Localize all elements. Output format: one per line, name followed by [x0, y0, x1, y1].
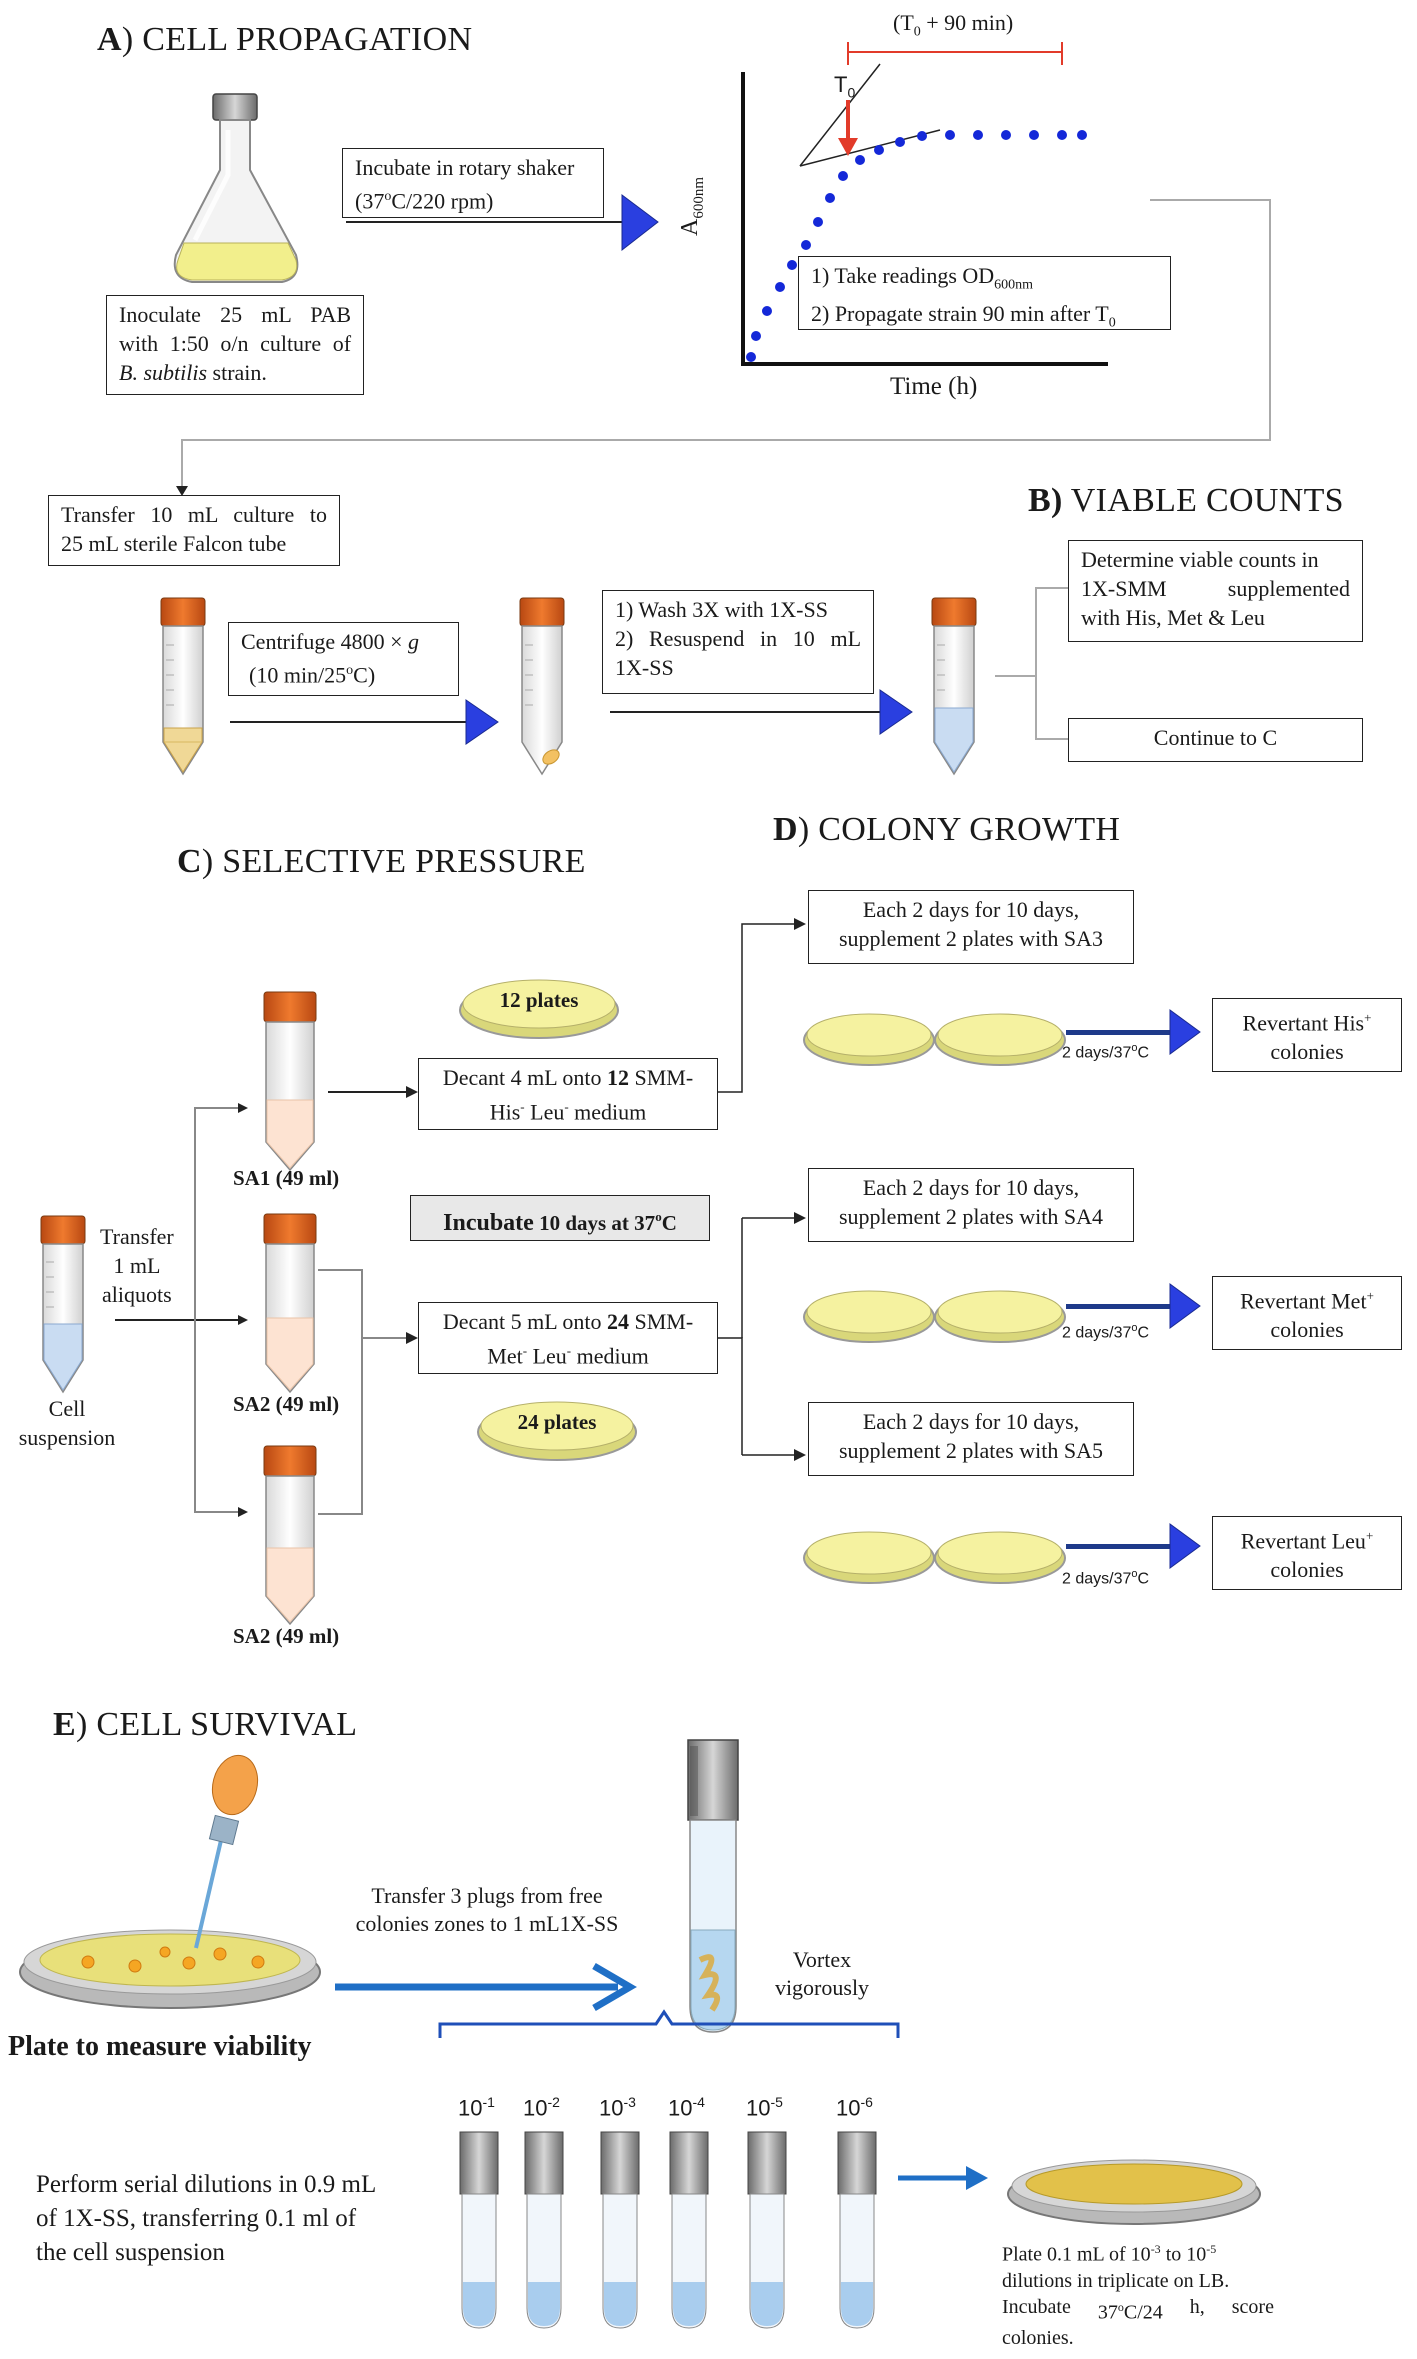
erlenmeyer-flask [173, 93, 299, 283]
determine-box: Determine viable counts in 1X-SMM supple… [1068, 540, 1363, 642]
sa2-tube [263, 1213, 317, 1394]
graph-note-box: 1) Take readings OD600nm 2) Propagate st… [798, 256, 1171, 331]
wash-box: 1) Wash 3X with 1X-SS 2) Resuspend in 10… [602, 590, 874, 694]
dilution-label-6: 10-6 [836, 2094, 873, 2121]
revertant-his-box: Revertant His+colonies [1212, 998, 1402, 1072]
vortex-tube [687, 1739, 739, 2033]
sa2b-label: SA2 (49 ml) [233, 1624, 340, 1648]
x-axis-label: Time (h) [890, 373, 978, 400]
dilution-label-2: 10-2 [523, 2094, 560, 2121]
section-title-a: A) CELL PROPAGATION [97, 21, 473, 58]
lb-plate [1007, 2159, 1261, 2225]
dilution-label-4: 10-4 [668, 2094, 705, 2121]
plates-leu [803, 1531, 1066, 1584]
decant-4ml-box: Decant 4 mL onto 12 SMM- His- Leu- mediu… [418, 1058, 718, 1130]
arrow-incubate [346, 194, 659, 252]
section-title-d: D) COLONY GROWTH [773, 811, 1121, 848]
dilution-label-1: 10-1 [458, 2094, 495, 2121]
plates-12-label: 12 plates [499, 988, 579, 1012]
dilution-label-3: 10-3 [599, 2094, 636, 2121]
sa1-tube [263, 991, 317, 1172]
growth-curve-graph [741, 42, 1108, 366]
bracket-label: (T0 + 90 min) [893, 10, 1014, 40]
decant-5ml-box: Decant 5 mL onto 24 SMM- Met- Leu- mediu… [418, 1302, 718, 1374]
data-points [746, 130, 1087, 362]
t0-label: T0 [834, 72, 856, 101]
days-label-met: 2 days/37oC [1062, 1322, 1150, 1342]
plates-24-label: 24 plates [517, 1410, 597, 1434]
dilution-tubes [459, 2131, 877, 2329]
arrow-wash [610, 689, 913, 735]
supplement-sa3-box: Each 2 days for 10 days,supplement 2 pla… [808, 890, 1134, 964]
viability-plate [19, 1929, 321, 2009]
branch-lines [115, 1107, 243, 1513]
sa1-label: SA1 (49 ml) [233, 1166, 340, 1190]
section-title-c: C) SELECTIVE PRESSURE [177, 843, 586, 880]
connector-line [181, 199, 1271, 490]
dilution-label-5: 10-5 [746, 2094, 783, 2121]
revertant-met-box: Revertant Met+colonies [1212, 1276, 1402, 1350]
transfer-arrow-e [335, 1962, 637, 2012]
transfer-box: Transfer 10 mL culture to 25 mL sterile … [48, 495, 340, 566]
connector-branch [1035, 587, 1068, 740]
arrow-centrifuge [230, 699, 499, 745]
days-label-leu: 2 days/37oC [1062, 1568, 1150, 1588]
supplement-sa4-box: Each 2 days for 10 days,supplement 2 pla… [808, 1168, 1134, 1242]
falcon-tube-resuspended [931, 597, 977, 776]
falcon-tube-culture [160, 597, 206, 776]
plates-his [803, 1013, 1066, 1066]
y-axis-label: A600nm [677, 176, 707, 236]
supplement-sa5-box: Each 2 days for 10 days,supplement 2 pla… [808, 1402, 1134, 1476]
days-label-his: 2 days/37oC [1062, 1042, 1150, 1062]
dilution-brace [438, 2009, 900, 2038]
plate-viability-label: Plate to measure viability [8, 2031, 312, 2062]
section-title-e: E) CELL SURVIVAL [53, 1706, 358, 1743]
section-title-b: B) VIABLE COUNTS [1028, 482, 1344, 519]
cell-suspension-tube [40, 1215, 86, 1394]
continue-box: Continue to C [1068, 718, 1363, 762]
revertant-leu-box: Revertant Leu+colonies [1212, 1516, 1402, 1590]
dark-arrows-d [1066, 1009, 1201, 1569]
centrifuge-box: Centrifuge 4800 × g (10 min/25oC) [228, 622, 459, 696]
plate-lb-note: Plate 0.1 mL of 10-3 to 10-5 dilutions i… [1002, 2242, 1274, 2350]
incubate-10days-box: Incubate 10 days at 37oC [410, 1195, 710, 1241]
petri-dish-24 [477, 1401, 637, 1461]
plates-met [803, 1290, 1066, 1343]
falcon-tube-pellet [519, 597, 565, 776]
sa2-label: SA2 (49 ml) [233, 1392, 340, 1416]
pipette [194, 1754, 259, 1949]
incubate-box: Incubate in rotary shaker (37oC/220 rpm) [342, 148, 604, 218]
inoculate-box: Inoculate 25 mL PAB with 1:50 o/n cultur… [106, 295, 364, 395]
transfer-arrow-lb [898, 2166, 988, 2190]
petri-dish-12 [459, 979, 619, 1039]
sa2b-tube [263, 1445, 317, 1626]
